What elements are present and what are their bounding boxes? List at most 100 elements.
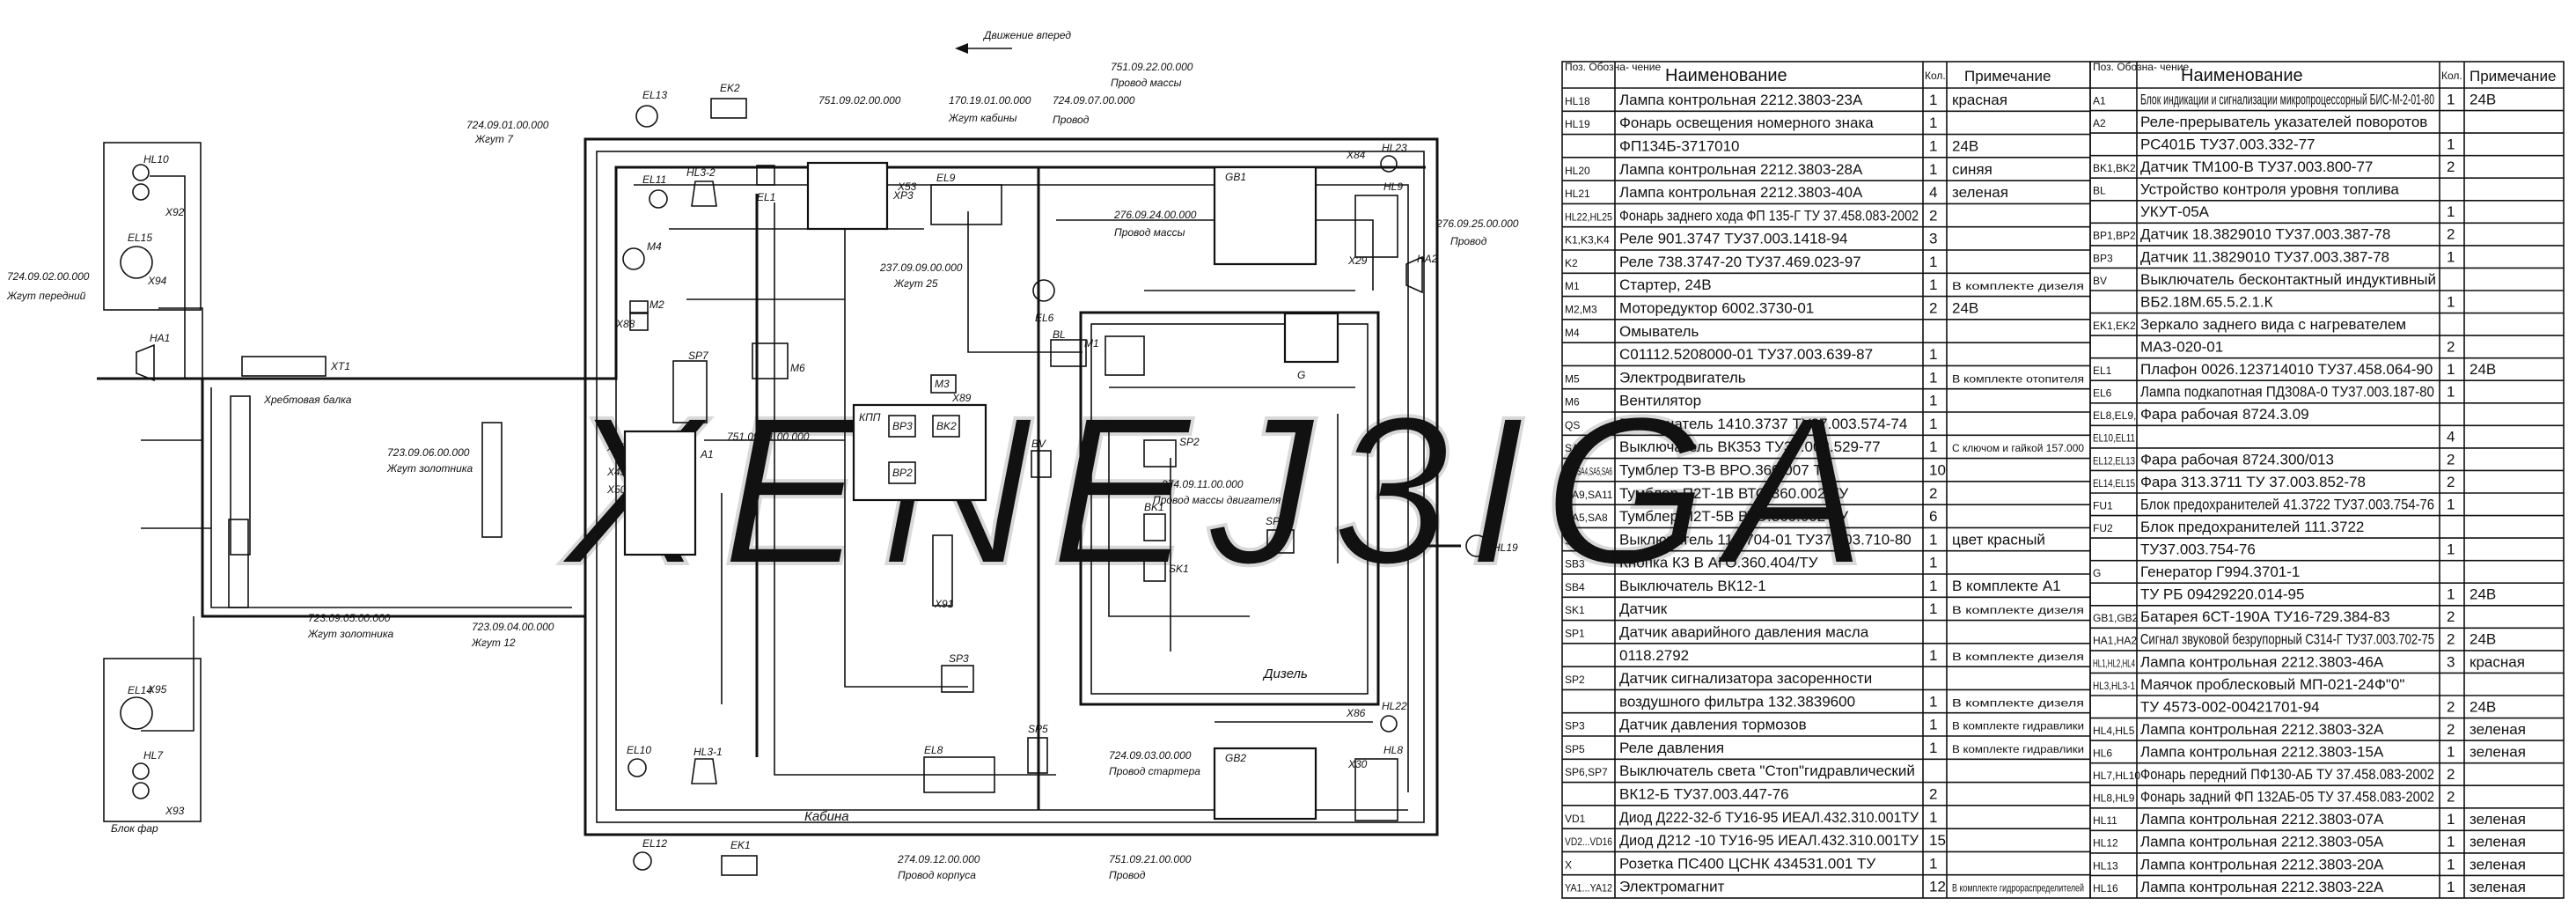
- left-table-name-cell: Фонарь освещения номерного знака: [1619, 114, 1874, 131]
- right-table-name-cell: Выключатель бесконтактный индуктивный: [2140, 271, 2436, 288]
- harness-code-h3: 751.09.02.00.000: [818, 94, 901, 107]
- left-table-pos-cell: SK1: [1565, 604, 1585, 616]
- right-header-qty: Кол.: [2441, 70, 2462, 82]
- left-table-pos-cell: SB1: [1565, 534, 1585, 547]
- left-table-name-cell: Тумблер П2Т-1В ВТО.360.002 ТУ: [1619, 485, 1848, 502]
- right-table-qty-cell: 2: [2447, 158, 2455, 175]
- right-table-note-cell: 24В: [2470, 91, 2496, 107]
- harness-name-h1: Жгут 7: [474, 133, 514, 145]
- left-table-name-cell: ВК12-Б ТУ37.003.447-76: [1619, 785, 1789, 802]
- left-table-note-cell: В комплекте дизеля: [1952, 696, 2084, 709]
- left-table-pos-cell: SB4: [1565, 581, 1585, 593]
- left-table-pos-cell: QS: [1565, 419, 1580, 431]
- harness-code-h15: 724.09.03.00.000: [1109, 749, 1192, 762]
- left-table-name-cell: Реле 738.3747-20 ТУ37.469.023-97: [1619, 254, 1861, 270]
- left-table-pos-cell: X: [1565, 858, 1572, 871]
- left-table-qty-cell: 6: [1929, 508, 1937, 525]
- left-table-note-cell: В комплекте дизеля: [1952, 651, 2084, 663]
- right-table-pos-cell: HL4,HL5: [2093, 725, 2135, 737]
- right-table-qty-cell: 1: [2447, 384, 2455, 401]
- svg-text:X88: X88: [615, 318, 635, 330]
- svg-text:M6: M6: [790, 362, 805, 374]
- svg-text:BP3: BP3: [892, 420, 913, 432]
- left-table-qty-cell: 1: [1929, 254, 1937, 270]
- right-table-name-cell: Блок предохранителей 111.3722: [2140, 519, 2364, 535]
- right-table-name-cell: Лампа контрольная 2212.3803-20А: [2140, 856, 2384, 873]
- left-table-qty-cell: 1: [1929, 137, 1937, 154]
- right-table-name-cell: Батарея 6СТ-190А ТУ16-729.384-83: [2140, 608, 2390, 625]
- left-table-qty-cell: 2: [1929, 485, 1937, 502]
- left-table-note-cell: 24В: [1952, 137, 1978, 154]
- right-table-name-cell: Датчик 11.3829010 ТУ37.003.387-78: [2140, 248, 2389, 265]
- harness-code-h9: 276.09.25.00.000: [1435, 217, 1519, 230]
- parts-table-left: Поз. Обозна- чение Наименование Кол. При…: [1561, 61, 2091, 899]
- svg-text:X62: X62: [606, 441, 627, 453]
- left-table-pos-cell: K2: [1565, 257, 1578, 269]
- harness-name-h8: Жгут 25: [893, 277, 938, 290]
- right-table-qty-cell: 4: [2447, 429, 2455, 445]
- svg-text:HL3-1: HL3-1: [694, 746, 723, 758]
- right-header-pos: Поз. Обозна- чение: [2093, 61, 2189, 73]
- headlights-label: Блок фар: [111, 822, 158, 835]
- right-table-pos-cell: A2: [2093, 117, 2106, 129]
- left-table-name-cell: Лампа контрольная 2212.3803-40А: [1619, 184, 1863, 201]
- left-table-name-cell: Диод Д212 -10 ТУ16-95 ИЕАЛ.432.310.001ТУ: [1619, 832, 1919, 849]
- svg-text:SP7: SP7: [688, 350, 709, 362]
- svg-text:X53: X53: [897, 180, 917, 193]
- left-table-name-cell: Фонарь заднего хода ФП 135-Г ТУ 37.458.0…: [1619, 207, 1919, 224]
- right-table-qty-cell: 2: [2447, 226, 2455, 243]
- right-table-pos-cell: BV: [2093, 275, 2107, 287]
- right-table-pos-cell: BP1,BP2: [2093, 230, 2136, 242]
- right-table-name-cell: Датчик 18.3829010 ТУ37.003.387-78: [2140, 226, 2390, 243]
- svg-text:X29: X29: [1347, 254, 1368, 267]
- left-table-note-cell: В комплекте дизеля: [1952, 280, 2084, 292]
- left-table-qty-cell: 1: [1929, 346, 1937, 363]
- direction-label: Движение вперед: [982, 29, 1071, 41]
- left-table-name-cell: Лампа контрольная 2212.3803-23А: [1619, 92, 1863, 108]
- left-table-qty-cell: 1: [1929, 578, 1937, 594]
- right-table-note-cell: зеленая: [2470, 856, 2526, 873]
- svg-text:EL10: EL10: [627, 744, 651, 756]
- right-table-pos-cell: BL: [2093, 185, 2106, 197]
- left-table-name-cell: Выключатель ВК353 ТУ37.003.529-77: [1619, 438, 1881, 455]
- harness-code-h5: 724.09.07.00.000: [1053, 94, 1135, 107]
- harness-code-h14: 723.09.04.00.000: [472, 621, 554, 633]
- svg-text:EL9: EL9: [936, 172, 956, 184]
- left-table-pos-cell: SA1: [1565, 442, 1585, 454]
- right-table-name-cell: Лампа контрольная 2212.3803-22А: [2140, 879, 2384, 895]
- right-table-qty-cell: 2: [2447, 789, 2455, 806]
- right-table-qty-cell: 2: [2447, 339, 2455, 356]
- harness-name-h12: Провод массы двигателя: [1153, 494, 1281, 506]
- svg-text:G: G: [1297, 369, 1305, 381]
- right-table-qty-cell: 2: [2447, 474, 2455, 490]
- right-table-name-cell: Фонарь передний ПФ130-АБ ТУ 37.458.083-2…: [2140, 766, 2434, 783]
- svg-text:M2: M2: [650, 298, 664, 311]
- left-table-name-cell: Тумблер П2Т-5В ВТО.360.002 ТУ: [1619, 508, 1848, 525]
- right-table-qty-cell: 2: [2447, 451, 2455, 468]
- right-table-qty-cell: 1: [2447, 744, 2455, 761]
- left-table-pos-cell: M2,M3: [1565, 303, 1597, 315]
- boom-label: Хребтовая балка: [263, 394, 352, 406]
- svg-text:EL15: EL15: [128, 232, 152, 244]
- right-table-qty-cell: 2: [2447, 608, 2455, 625]
- left-table-pos-cell: HL21: [1565, 188, 1590, 200]
- diesel-frame: Дизель: [1079, 311, 1380, 706]
- left-table-name-cell: Розетка ПС400 ЦСНК 434531.001 ТУ: [1619, 855, 1875, 872]
- right-table-name-cell: Фонарь задний ФП 132АБ-05 ТУ 37.458.083-…: [2140, 789, 2434, 806]
- left-table-qty-cell: 1: [1929, 114, 1937, 131]
- right-table-qty-cell: 1: [2447, 856, 2455, 873]
- right-table-name-cell: Лампа подкапотная ПД308А-0 ТУ37.003.187-…: [2140, 384, 2434, 401]
- left-table-qty-cell: 1: [1929, 647, 1937, 664]
- left-table-name-cell: Реле давления: [1619, 740, 1724, 756]
- right-table-name-cell: РС401Б ТУ37.003.332-77: [2140, 136, 2315, 153]
- left-table-name-cell: Стартер, 24В: [1619, 276, 1712, 293]
- svg-text:BK1: BK1: [1144, 501, 1164, 513]
- left-table-qty-cell: 1: [1929, 438, 1937, 455]
- right-header-note: Примечание: [2470, 68, 2556, 85]
- left-table-pos-cell: SB3: [1565, 558, 1585, 571]
- svg-text:BV: BV: [1031, 438, 1046, 450]
- left-table-name-cell: Реле 901.3747 ТУ37.003.1418-94: [1619, 231, 1848, 247]
- right-table-name-cell: МАЗ-020-01: [2140, 339, 2223, 356]
- left-table-pos-cell: VD1: [1565, 813, 1586, 825]
